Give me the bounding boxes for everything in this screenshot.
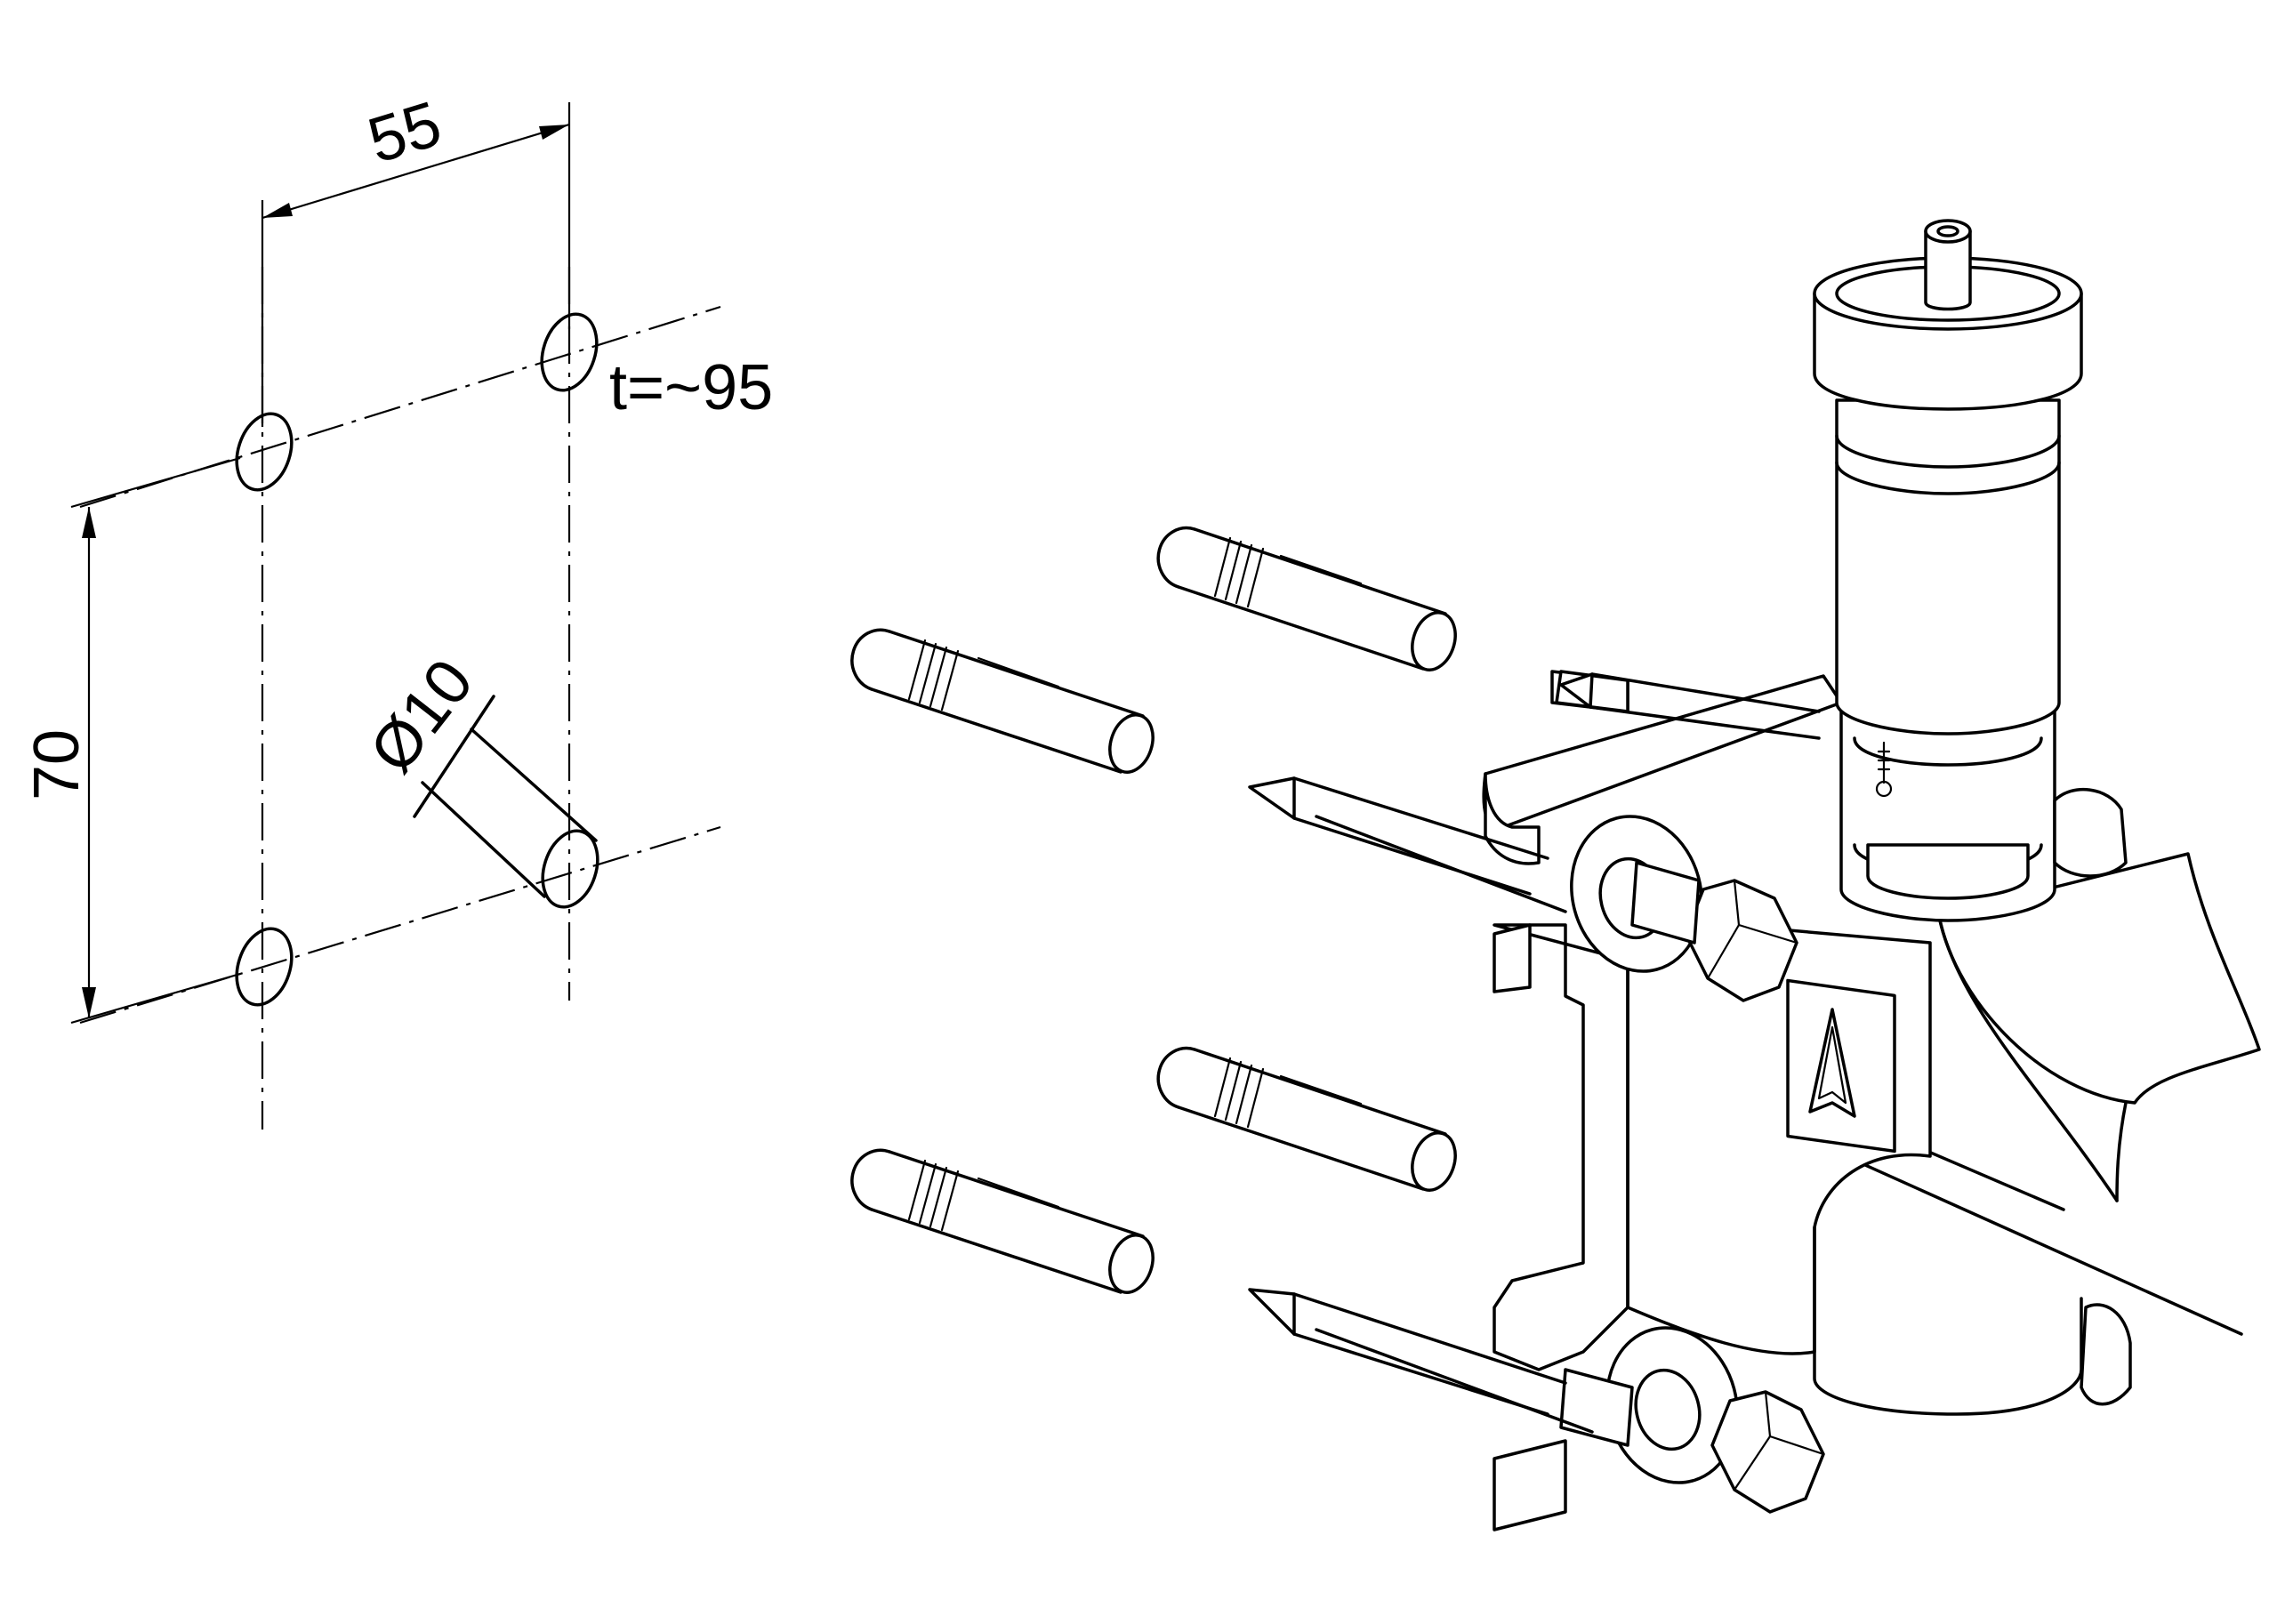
spike-lower (1248, 1288, 1594, 1434)
bracket-assembly (1248, 219, 2261, 1532)
saddle-front-edge (1937, 914, 2119, 1202)
spike-top (1550, 670, 1821, 740)
upper-arm-end (1484, 772, 1541, 865)
extension-line-70-top (70, 456, 241, 509)
washer-lower (1605, 1326, 1739, 1484)
arrow-70-top (82, 507, 96, 538)
dimension-label-diameter: Ø10 (357, 647, 487, 785)
arrow-55-right (539, 125, 569, 140)
fitting-spindle-top (1924, 219, 1972, 244)
centerline-top-diagonal (79, 305, 721, 509)
fitting-middle-body (1835, 398, 2061, 736)
dimension-line-55 (261, 123, 570, 220)
hole-depth-line-top (470, 728, 598, 842)
fitting-spindle (1924, 229, 1972, 311)
lower-foot-plate (1493, 1439, 1567, 1532)
hole-top-right (540, 312, 599, 392)
anchor-bolt-3 (1156, 1046, 1457, 1192)
hole-bottom-left (235, 927, 294, 1007)
arrow-70-bottom (82, 987, 96, 1018)
hole-bottom-right (541, 829, 599, 909)
fitting-spindle-bore (1936, 225, 1959, 237)
mounting-frame (1493, 923, 1629, 1371)
logo-plate (1786, 978, 1896, 1154)
drill-pattern: 55 70 Ø10 t=~95 (21, 88, 773, 1130)
spike-upper (1248, 776, 1567, 913)
anchor-bolt-1 (1156, 526, 1457, 671)
anchor-bolts (850, 526, 1457, 1294)
centerline-bottom-diagonal (79, 825, 721, 1025)
hex-nut-lower (1710, 1390, 1825, 1514)
fitting-ring-1 (1835, 434, 2061, 469)
lower-cylinder (1813, 1226, 2083, 1416)
upper-foot-plate (1493, 923, 1532, 993)
hole-depth-line-bottom (421, 781, 546, 898)
saddle-clamp (1937, 852, 2261, 1105)
threaded-rod-upper (1630, 861, 1701, 945)
side-knob-lower (2080, 1303, 2132, 1406)
upper-arm-plate (1482, 674, 1843, 830)
hole-top-left (235, 412, 294, 492)
extension-line-70-bottom (70, 972, 241, 1025)
logo-arrow-icon (1808, 1008, 1856, 1118)
saddle-lower-edge (2115, 1101, 2128, 1202)
anchor-bolt-4 (850, 1148, 1155, 1294)
arrow-55-left (262, 203, 293, 218)
side-knob-upper (2053, 787, 2128, 878)
fitting-ring-3 (1853, 736, 2043, 767)
diameter-dimension-line (413, 695, 495, 818)
dimension-label-55: 55 (360, 88, 449, 177)
fitting-ring-2 (1835, 461, 2061, 495)
vertical-fitting (1813, 219, 2083, 922)
thickness-label: t=~95 (609, 352, 773, 423)
dimension-label-70: 70 (21, 729, 93, 800)
anchor-bolt-2 (850, 628, 1155, 774)
hex-nut-upper (1684, 879, 1798, 1002)
fitting-nut-ring (1866, 843, 2030, 900)
thermometer-icon (1875, 741, 1893, 798)
